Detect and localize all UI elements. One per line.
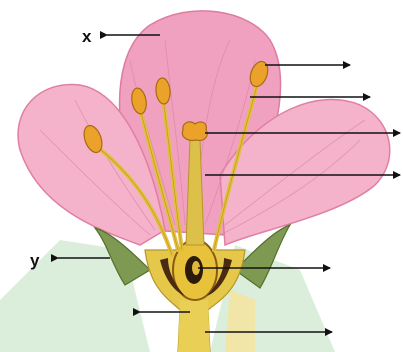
watermark-shape [225,290,255,352]
label-x: x [82,27,92,46]
pedicel [178,300,210,352]
stigma [182,122,207,140]
label-y: y [30,251,40,270]
